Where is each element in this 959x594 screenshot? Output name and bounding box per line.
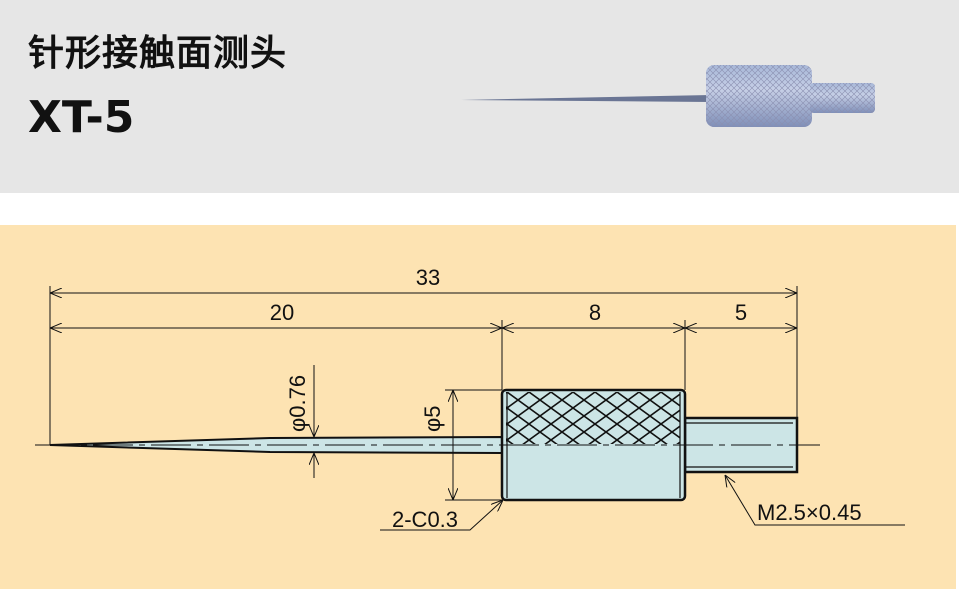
dim-body-diameter: φ5 [420, 405, 445, 432]
dim-knurl-length: 8 [589, 300, 601, 325]
technical-drawing: 33 20 8 5 φ0.76 φ5 2-C0.3 M2.5×0.45 [35, 265, 905, 532]
product-model: XT-5 [28, 92, 135, 143]
thread-leader [725, 475, 905, 526]
chamfer-leader [380, 500, 503, 531]
dim-overall: 33 [416, 265, 440, 290]
header: 针形接触面测头 XT-5 [0, 0, 959, 193]
dim-thread-length: 5 [735, 300, 747, 325]
dim-needle-diameter: φ0.76 [285, 375, 310, 432]
dim-thread: M2.5×0.45 [757, 500, 862, 525]
dim-needle-length: 20 [270, 300, 294, 325]
dimension-drawing: 33 20 8 5 φ0.76 φ5 2-C0.3 M2.5×0.45 [0, 225, 956, 589]
product-photo [461, 65, 875, 127]
product-title: 针形接触面测头 [28, 33, 288, 74]
dim-chamfer: 2-C0.3 [392, 507, 458, 532]
